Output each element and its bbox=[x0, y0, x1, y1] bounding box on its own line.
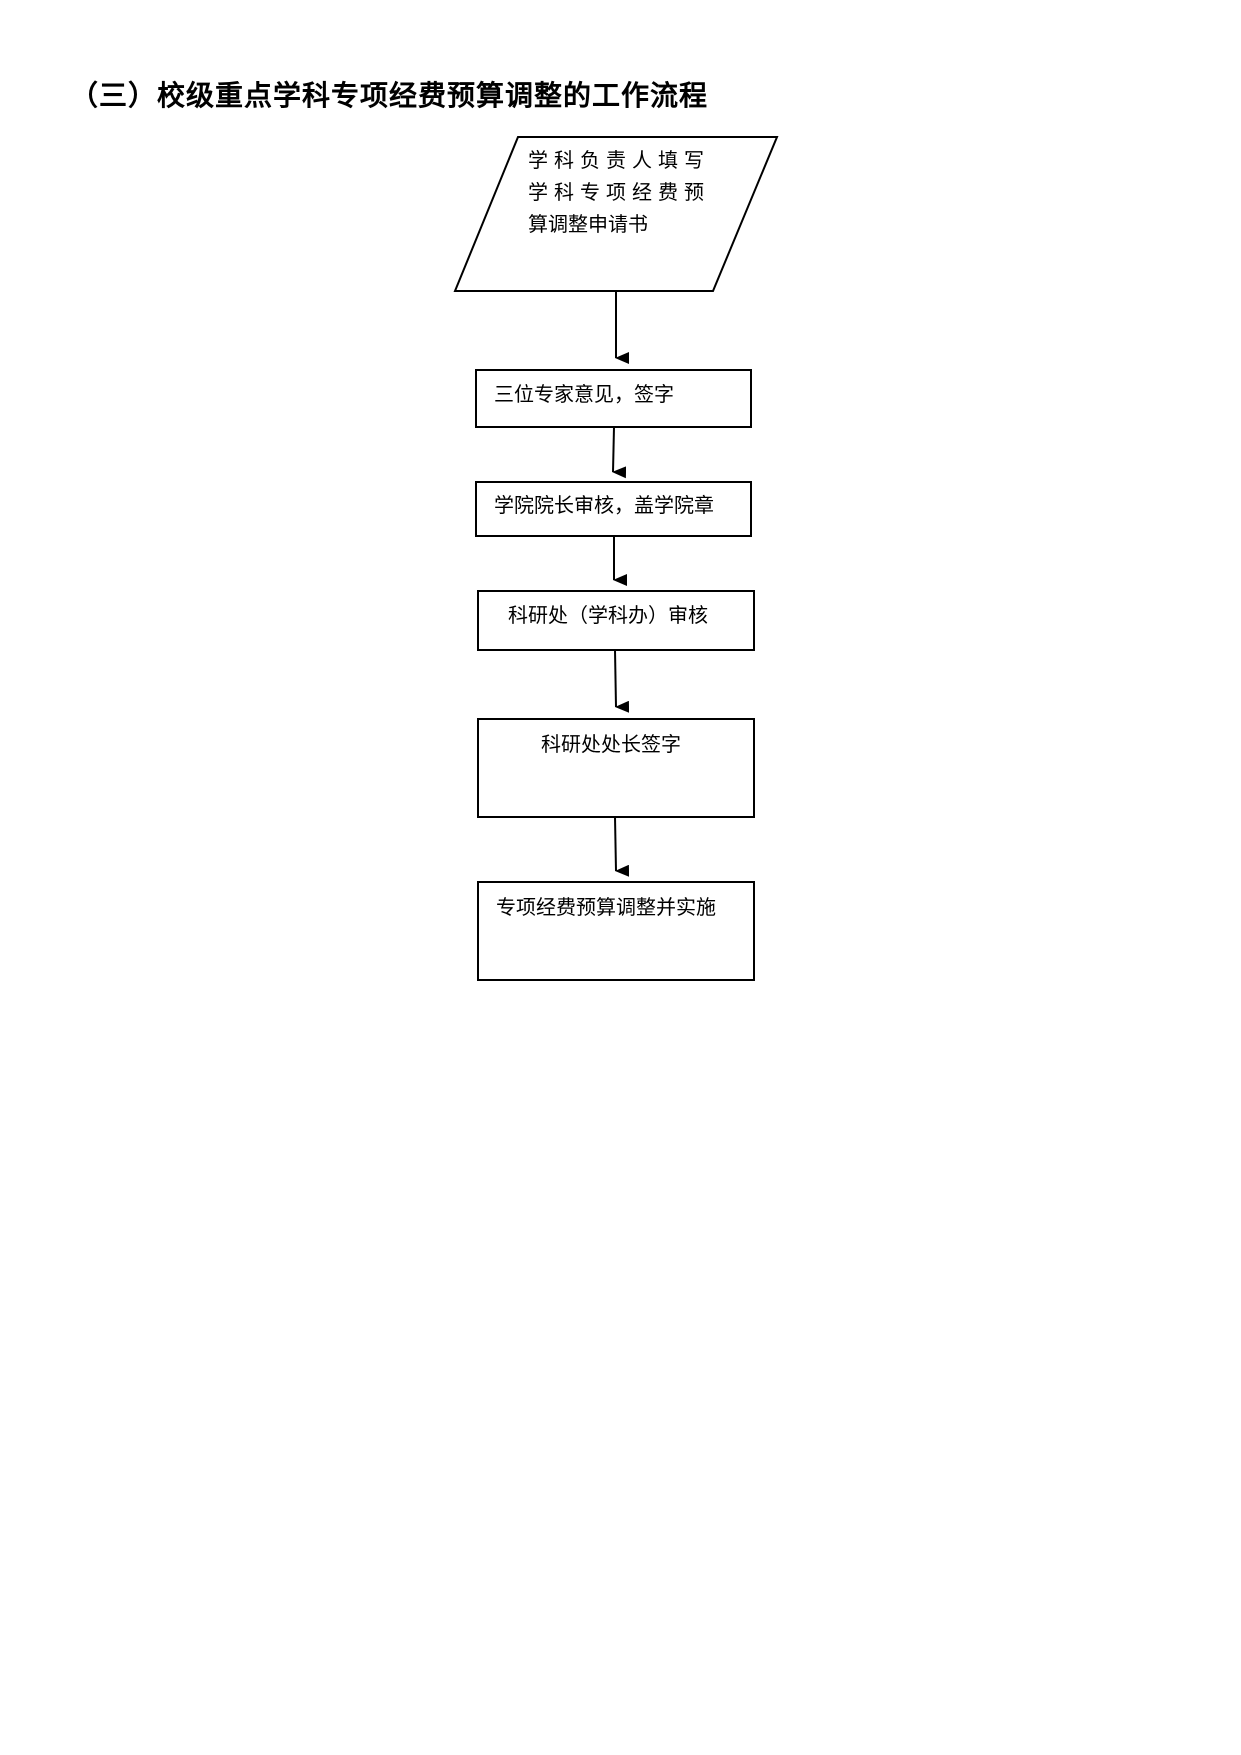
step-label-4: 科研处处长签字 bbox=[541, 732, 681, 756]
step-label-1: 三位专家意见，签字 bbox=[494, 382, 674, 406]
step-box-2 bbox=[475, 481, 752, 537]
start-parallelogram bbox=[453, 136, 779, 292]
arrow-4 bbox=[614, 649, 630, 713]
arrow-2 bbox=[612, 426, 627, 479]
step-label-5: 专项经费预算调整并实施 bbox=[496, 895, 716, 919]
start-line-2: 学科专项经费预 bbox=[528, 180, 710, 204]
step-box-3 bbox=[477, 590, 755, 651]
start-line-3: 算调整申请书 bbox=[528, 212, 648, 236]
arrow-5 bbox=[614, 816, 630, 877]
step-box-5 bbox=[477, 881, 755, 981]
page-title: （三）校级重点学科专项经费预算调整的工作流程 bbox=[70, 79, 709, 112]
step-box-1 bbox=[475, 369, 752, 428]
start-node-text: 学科负责人填写 学科专项经费预 算调整申请书 bbox=[528, 144, 710, 240]
step-label-3: 科研处（学科办）审核 bbox=[508, 603, 708, 627]
start-line-1: 学科负责人填写 bbox=[528, 148, 710, 172]
step-label-2: 学院院长审核，盖学院章 bbox=[494, 493, 714, 517]
